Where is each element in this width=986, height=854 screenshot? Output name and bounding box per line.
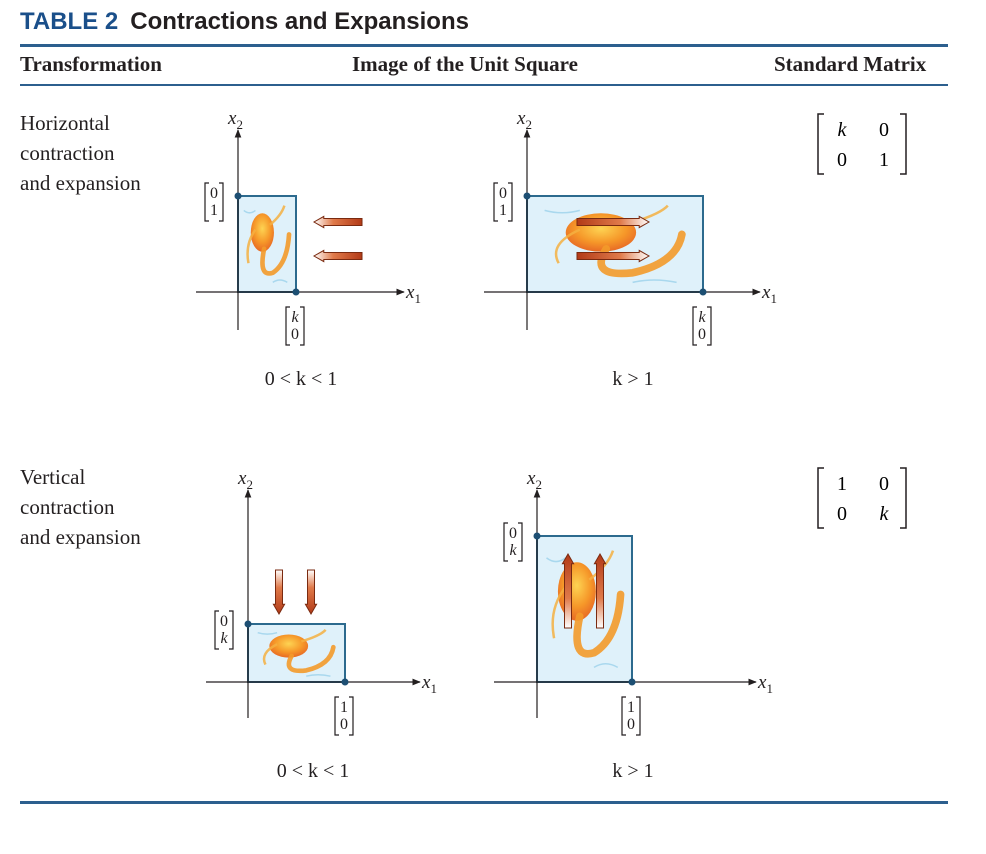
transform-arrow — [561, 552, 575, 629]
vector-entry: k — [220, 630, 228, 647]
x-vector-label: 10 — [334, 696, 354, 736]
y-vector-point — [533, 532, 541, 540]
x-vector-label: k0 — [285, 306, 305, 346]
row-label-vertical: Vertical contraction and expansion — [20, 465, 141, 549]
x-vector-point — [341, 678, 349, 686]
vector-entry: 0 — [291, 326, 299, 343]
x-vector-point — [292, 288, 300, 296]
vector-entry: 0 — [340, 716, 348, 733]
x-vector-point — [699, 288, 707, 296]
x2-axis-label: x2 — [237, 468, 253, 492]
row-label-horizontal: Horizontal contraction and expansion — [20, 111, 141, 195]
y-vector-point — [523, 192, 531, 200]
vector-entry: 0 — [509, 525, 517, 542]
x1-axis-label: x1 — [757, 672, 773, 696]
y-vector-label: 01 — [493, 182, 513, 222]
caption-vertical-contraction: 0 < k < 1 — [276, 760, 350, 782]
header-matrix: Standard Matrix — [774, 52, 927, 76]
transform-arrow — [576, 249, 651, 263]
caption-vertical-expansion: k > 1 — [612, 760, 654, 782]
matrix-entry: 0 — [837, 503, 847, 525]
matrix-entry: 0 — [837, 149, 847, 171]
standard-matrix-horizontal: k 0 0 1 — [817, 113, 907, 175]
x2-axis-label: x2 — [516, 108, 532, 132]
matrix-entry: k — [838, 119, 848, 141]
x1-axis-label: x1 — [405, 282, 421, 306]
y-vector-label: 0k — [214, 610, 234, 650]
bottom-rule — [20, 801, 948, 804]
vector-entry: k — [509, 542, 517, 559]
vector-entry: 1 — [499, 202, 507, 219]
vector-entry: 0 — [627, 716, 635, 733]
transform-arrow — [304, 569, 318, 616]
vector-entry: 1 — [627, 699, 635, 716]
transform-arrow — [593, 552, 607, 629]
fish-illustration — [257, 628, 336, 677]
vector-entry: 0 — [220, 613, 228, 630]
vector-entry: k — [698, 309, 706, 326]
header-image: Image of the Unit Square — [352, 52, 578, 76]
header-rule — [20, 84, 948, 86]
vector-entry: 0 — [210, 185, 218, 202]
matrix-entry: 1 — [879, 149, 889, 171]
x-vector-point — [628, 678, 636, 686]
transform-arrow — [272, 569, 286, 616]
standard-matrix-vertical: 1 0 0 k — [817, 467, 907, 529]
top-rule — [20, 44, 948, 47]
table-number: TABLE 2 — [20, 8, 119, 35]
matrix-entry: 0 — [879, 119, 889, 141]
table-heading: Contractions and Expansions — [130, 8, 469, 35]
table-title: TABLE 2 Contractions and Expansions — [20, 8, 469, 36]
vector-entry: 0 — [499, 185, 507, 202]
y-vector-label: 01 — [204, 182, 224, 222]
y-vector-point — [234, 192, 242, 200]
caption-horizontal-expansion: k > 1 — [612, 368, 654, 390]
x-vector-label: 10 — [621, 696, 641, 736]
transform-arrow — [312, 249, 363, 263]
vector-entry: 1 — [210, 202, 218, 219]
transform-arrow — [312, 215, 363, 229]
matrix-entry: 1 — [837, 473, 847, 495]
matrix-entry: 0 — [879, 473, 889, 495]
transform-arrow — [576, 215, 651, 229]
matrix-entry: k — [880, 503, 890, 525]
vector-entry: 1 — [340, 699, 348, 716]
vector-entry: 0 — [698, 326, 706, 343]
x2-axis-label: x2 — [526, 468, 542, 492]
x-vector-label: k0 — [692, 306, 712, 346]
header-transformation: Transformation — [20, 52, 162, 76]
x1-axis-label: x1 — [761, 282, 777, 306]
vector-entry: k — [291, 309, 299, 326]
x1-axis-label: x1 — [421, 672, 437, 696]
y-vector-point — [244, 620, 252, 628]
fish-illustration — [243, 205, 292, 284]
x2-axis-label: x2 — [227, 108, 243, 132]
caption-horizontal-contraction: 0 < k < 1 — [264, 368, 338, 390]
y-vector-label: 0k — [503, 522, 523, 562]
